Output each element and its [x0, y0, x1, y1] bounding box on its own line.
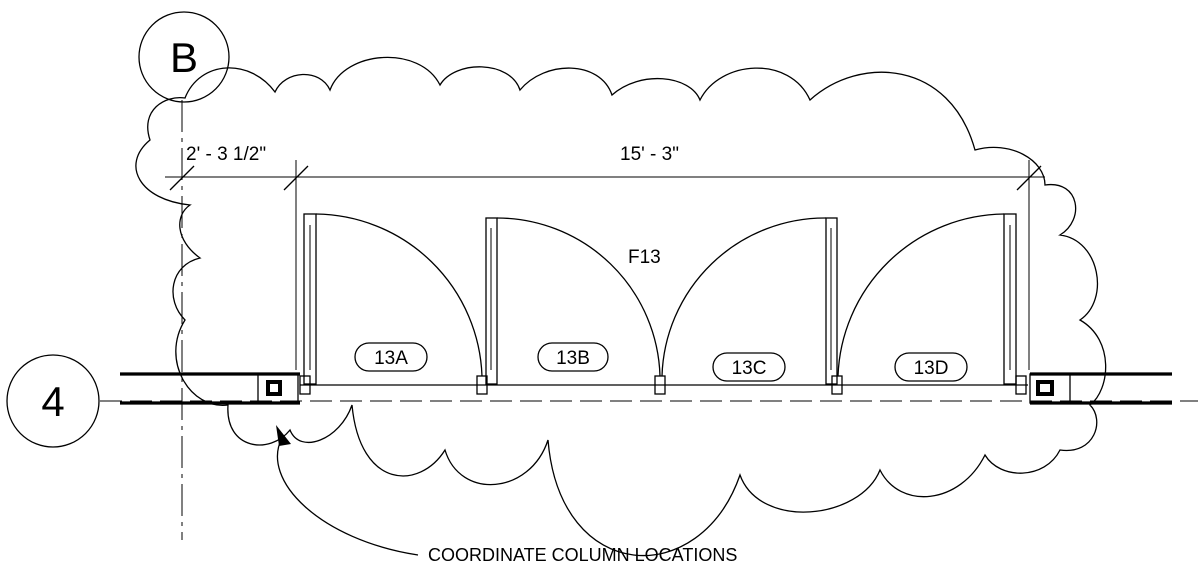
door-swings [315, 213, 1005, 377]
tick-mark [1016, 165, 1042, 191]
door-swing-13b [496, 217, 661, 377]
grid-bubble-b-label: B [170, 34, 198, 81]
grid-bubble-4: 4 [6, 354, 100, 448]
door-tag-13b-label: 13B [556, 348, 590, 369]
door-swing-13a [315, 213, 483, 377]
door-tag-13d-label: 13D [914, 358, 949, 379]
door-tag-13d: 13D [894, 352, 968, 382]
door-tag-13c-label: 13C [732, 358, 767, 379]
door-tag-13a-label: 13A [374, 348, 408, 369]
tick-mark [283, 165, 309, 191]
door-tag-13b: 13B [537, 342, 609, 372]
door-frames [299, 213, 1027, 395]
note-text: COORDINATE COLUMN LOCATIONS [428, 545, 737, 565]
door-tag-13a: 13A [354, 342, 428, 372]
dimension-left-label: 2' - 3 1/2" [186, 144, 266, 165]
column-right [1029, 373, 1071, 404]
dimension-string: 2' - 3 1/2" 15' - 3" [165, 144, 1045, 370]
door-tag-13c: 13C [712, 352, 786, 382]
leader-arrowhead [276, 425, 291, 446]
grid-bubble-b: B [138, 11, 230, 103]
revision-cloud [135, 56, 1107, 557]
tick-mark [169, 165, 195, 191]
leader-line [276, 437, 419, 556]
room-tag: F13 [628, 247, 661, 268]
dimension-right-label: 15' - 3" [620, 144, 679, 165]
grid-bubble-4-label: 4 [41, 378, 64, 425]
leader-note: COORDINATE COLUMN LOCATIONS [276, 425, 737, 565]
column-left [257, 373, 299, 404]
door-swing-13d [837, 213, 1005, 377]
door-swing-13c [661, 217, 827, 377]
